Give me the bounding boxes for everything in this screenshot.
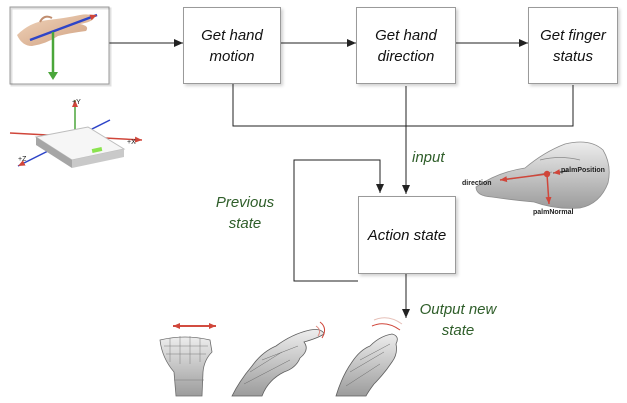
arrow-previous-state-loop	[293, 159, 384, 282]
gesture-tap-illustration	[231, 321, 326, 397]
box-get-hand-motion-label: Get hand motion	[201, 26, 263, 65]
label-input: input	[412, 149, 445, 166]
axis-label-z: +Z	[18, 156, 27, 163]
leap-device-illustration: +Y +X +Z	[9, 99, 143, 168]
hand-vectors-illustration: direction palmPosition palmNormal	[462, 141, 610, 216]
gesture-swipe-illustration	[159, 323, 216, 397]
connector-merge	[232, 83, 574, 127]
box-action-state: Action state	[358, 196, 456, 274]
box-get-hand-direction: Get hand direction	[356, 7, 456, 84]
hand-photo	[9, 6, 112, 87]
box-get-finger-status-label: Get finger status	[540, 26, 606, 65]
label-output-new-state: Output new state	[419, 301, 497, 339]
gesture-screen-tap-illustration	[335, 317, 403, 397]
box-get-finger-status: Get finger status	[528, 7, 618, 84]
box-get-hand-motion: Get hand motion	[183, 7, 281, 84]
label-previous-state: Previous state	[215, 194, 275, 232]
axis-label-x: +X	[127, 139, 136, 146]
axis-label-y: +Y	[72, 99, 81, 106]
vector-label-palm-normal: palmNormal	[533, 209, 574, 216]
box-get-hand-direction-label: Get hand direction	[375, 26, 437, 65]
vector-label-palm-position: palmPosition	[561, 167, 605, 174]
box-action-state-label: Action state	[367, 226, 447, 244]
vector-label-direction: direction	[462, 180, 492, 187]
